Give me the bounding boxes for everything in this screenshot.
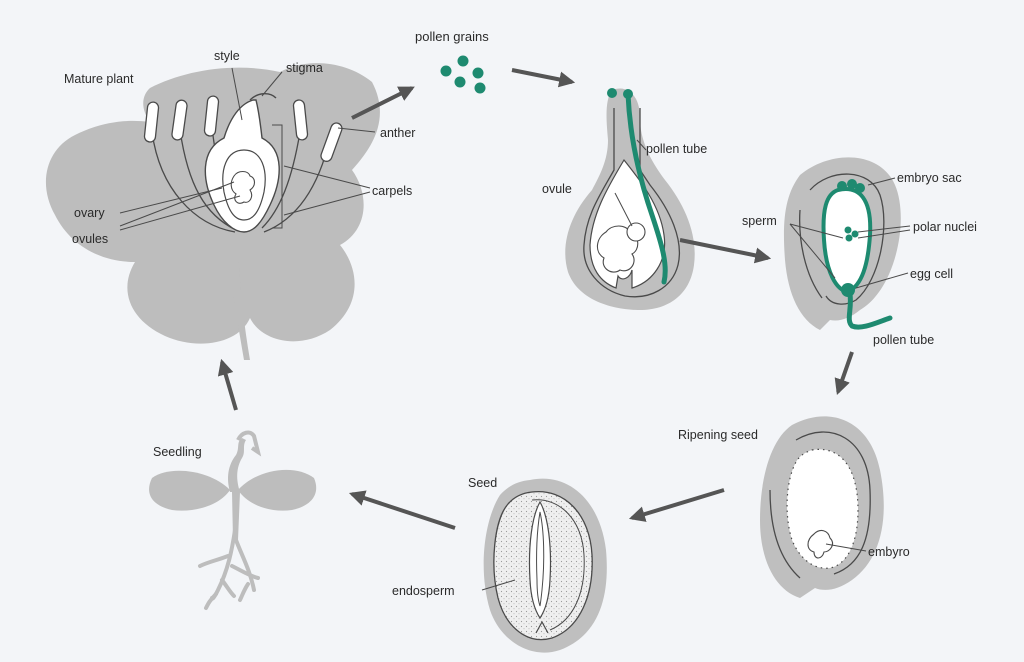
flower-stem (228, 250, 250, 360)
pollen-grain-on-stigma-2 (623, 89, 633, 99)
label-pollen-tube-top: pollen tube (646, 142, 708, 156)
ovule-stage (565, 88, 695, 310)
flower-leader-lines (119, 67, 376, 231)
label-embryo-sac: embryo sac (897, 171, 962, 185)
label-pollen-tube-bottom: pollen tube (873, 333, 935, 347)
cycle-arrows (217, 68, 854, 530)
ripening-seed-coat-mid (769, 489, 801, 579)
label-style: style (214, 49, 240, 63)
seed-coat-inner (531, 499, 585, 631)
pollen-grains (440, 55, 486, 94)
embryo-sac-integument (809, 173, 885, 305)
ovule-leader (614, 192, 633, 227)
label-ripening-seed: Ripening seed (678, 428, 758, 442)
arrow-ripening-to-seed (628, 488, 725, 522)
embryo-sac-cells (837, 179, 865, 297)
ripening-seed-interior (786, 448, 859, 569)
pollen-tube-entry (846, 291, 893, 330)
seed-notch (535, 620, 549, 634)
seedling (149, 430, 317, 610)
label-mature-plant: Mature plant (64, 72, 134, 86)
seed-embryo-inner (536, 511, 545, 607)
seedling-top-curl (236, 430, 262, 457)
seedling-hook (228, 438, 246, 492)
endosperm-leader (481, 579, 516, 591)
embryo-leader (825, 543, 867, 552)
label-stigma: stigma (286, 61, 323, 75)
anthers (143, 95, 343, 162)
arrow-ovule-to-embryo-sac (679, 238, 772, 264)
label-seed: Seed (468, 476, 498, 490)
label-embryo: embyro (868, 545, 910, 559)
pollen-tube-green (625, 91, 668, 285)
label-ovules: ovules (72, 232, 109, 246)
embryo-sac-leader-lines (789, 177, 911, 289)
carpels-bracket (272, 124, 283, 229)
label-sperm: sperm (742, 214, 777, 228)
ovule-outline (583, 108, 680, 298)
embryo-sac-integument-inner (799, 209, 823, 299)
label-pollen-grains: pollen grains (415, 29, 489, 44)
label-polar-nuclei: polar nuclei (913, 220, 977, 234)
label-ovary: ovary (74, 206, 105, 220)
arrow-seedling-to-plant (217, 358, 238, 411)
arrow-pollen-to-ovule (511, 68, 576, 88)
pollen-tube-leader (636, 139, 647, 151)
arrow-seed-to-seedling (348, 490, 456, 530)
ripening-seed-stage (760, 416, 884, 598)
ripening-seed-coat-outer (795, 431, 871, 575)
label-anther: anther (380, 126, 416, 140)
ripening-embryo (807, 529, 833, 559)
label-ovule: ovule (542, 182, 572, 196)
micropyle-circle (626, 222, 646, 242)
mature-plant-flower (45, 63, 380, 360)
label-carpels: carpels (372, 184, 413, 198)
embryo-sac-stage (783, 157, 911, 330)
label-egg-cell: egg cell (910, 267, 954, 281)
arrow-embryo-sac-to-ripening (834, 351, 854, 396)
label-endosperm: endosperm (392, 584, 455, 598)
seedling-roots (198, 528, 260, 610)
pollen-grain-on-stigma-1 (607, 88, 617, 98)
seedling-left-leaf (149, 470, 230, 511)
arrow-plant-to-pollen (351, 86, 415, 120)
label-seedling: Seedling (153, 445, 202, 459)
ovules-cluster (230, 170, 256, 204)
seed-stage (481, 478, 607, 653)
seedling-right-leaf (238, 469, 317, 511)
seedling-stem (232, 492, 240, 540)
